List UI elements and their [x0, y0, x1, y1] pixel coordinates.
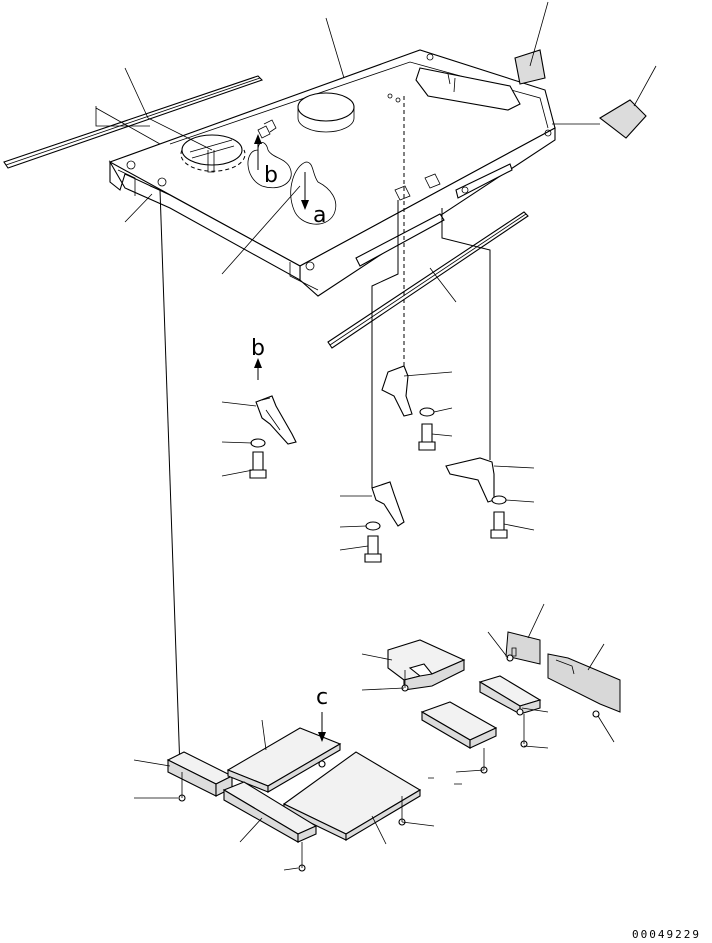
- callout-b-label-lower: b: [251, 336, 265, 361]
- c-shaped-pad: [387, 639, 466, 691]
- drawing-number: 00049229: [632, 928, 701, 941]
- callout-c-label: c: [316, 685, 328, 710]
- square-pad-1: [514, 49, 546, 85]
- lower-seal-strip: [327, 211, 529, 349]
- square-pad-2: [599, 99, 647, 139]
- bracket-center-left: [364, 481, 405, 563]
- pedal-bracket-b: b: [249, 336, 297, 479]
- bracket-right: [445, 457, 508, 539]
- bracket-center-upper: [381, 365, 436, 451]
- callout-b-bubble: b: [247, 134, 292, 189]
- callout-b-label: b: [264, 163, 278, 188]
- small-block-right: [478, 675, 542, 715]
- floor-mat-main: [282, 751, 422, 841]
- floor-mat-left: c: [226, 685, 342, 793]
- left-long-block: [166, 751, 234, 797]
- rear-plate-right: [547, 653, 621, 713]
- floor-plate: [108, 49, 556, 297]
- mid-pad: [420, 701, 498, 749]
- front-long-block: [222, 781, 318, 843]
- alignment-lines: [159, 96, 491, 771]
- callout-a-bubble: a: [290, 161, 337, 228]
- leader-lines: [95, 1, 657, 871]
- rear-plate-left: [505, 631, 541, 665]
- callout-a-label: a: [313, 203, 326, 228]
- upper-seal-strip: [3, 75, 264, 169]
